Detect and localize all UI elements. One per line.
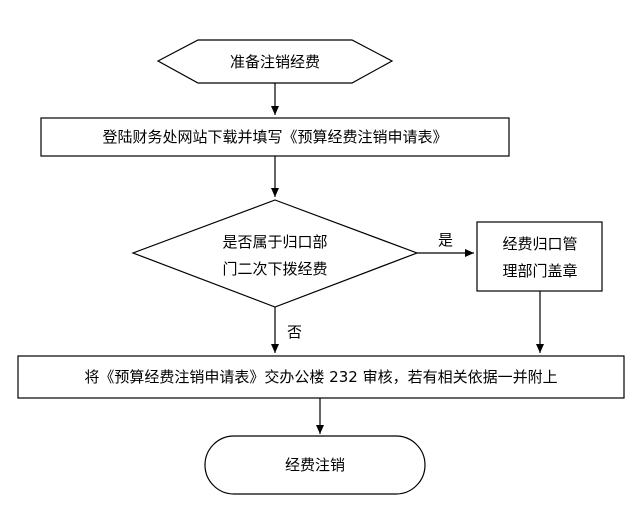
yes-label: 是 [438, 231, 453, 249]
submit-label: 将《预算经费注销申请表》交办公楼 232 审核，若有相关依据一并附上 [84, 368, 557, 386]
end-node [204, 435, 426, 495]
no-label: 否 [287, 323, 302, 341]
start-node [156, 39, 394, 84]
decision-node [131, 199, 419, 308]
stamp-label-line1: 经费归口管 [502, 235, 577, 253]
download-form-step [40, 117, 510, 157]
submit-step [17, 355, 625, 399]
start-label: 准备注销经费 [230, 53, 320, 71]
end-label: 经费注销 [285, 456, 345, 474]
download-form-label: 登陆财务处网站下载并填写《预算经费注销申请表》 [102, 128, 447, 146]
decision-label-line1: 是否属于归口部 [222, 233, 327, 251]
stamp-step [476, 221, 603, 292]
decision-label-line2: 门二次下拨经费 [222, 260, 327, 278]
stamp-label-line2: 理部门盖章 [502, 262, 577, 280]
